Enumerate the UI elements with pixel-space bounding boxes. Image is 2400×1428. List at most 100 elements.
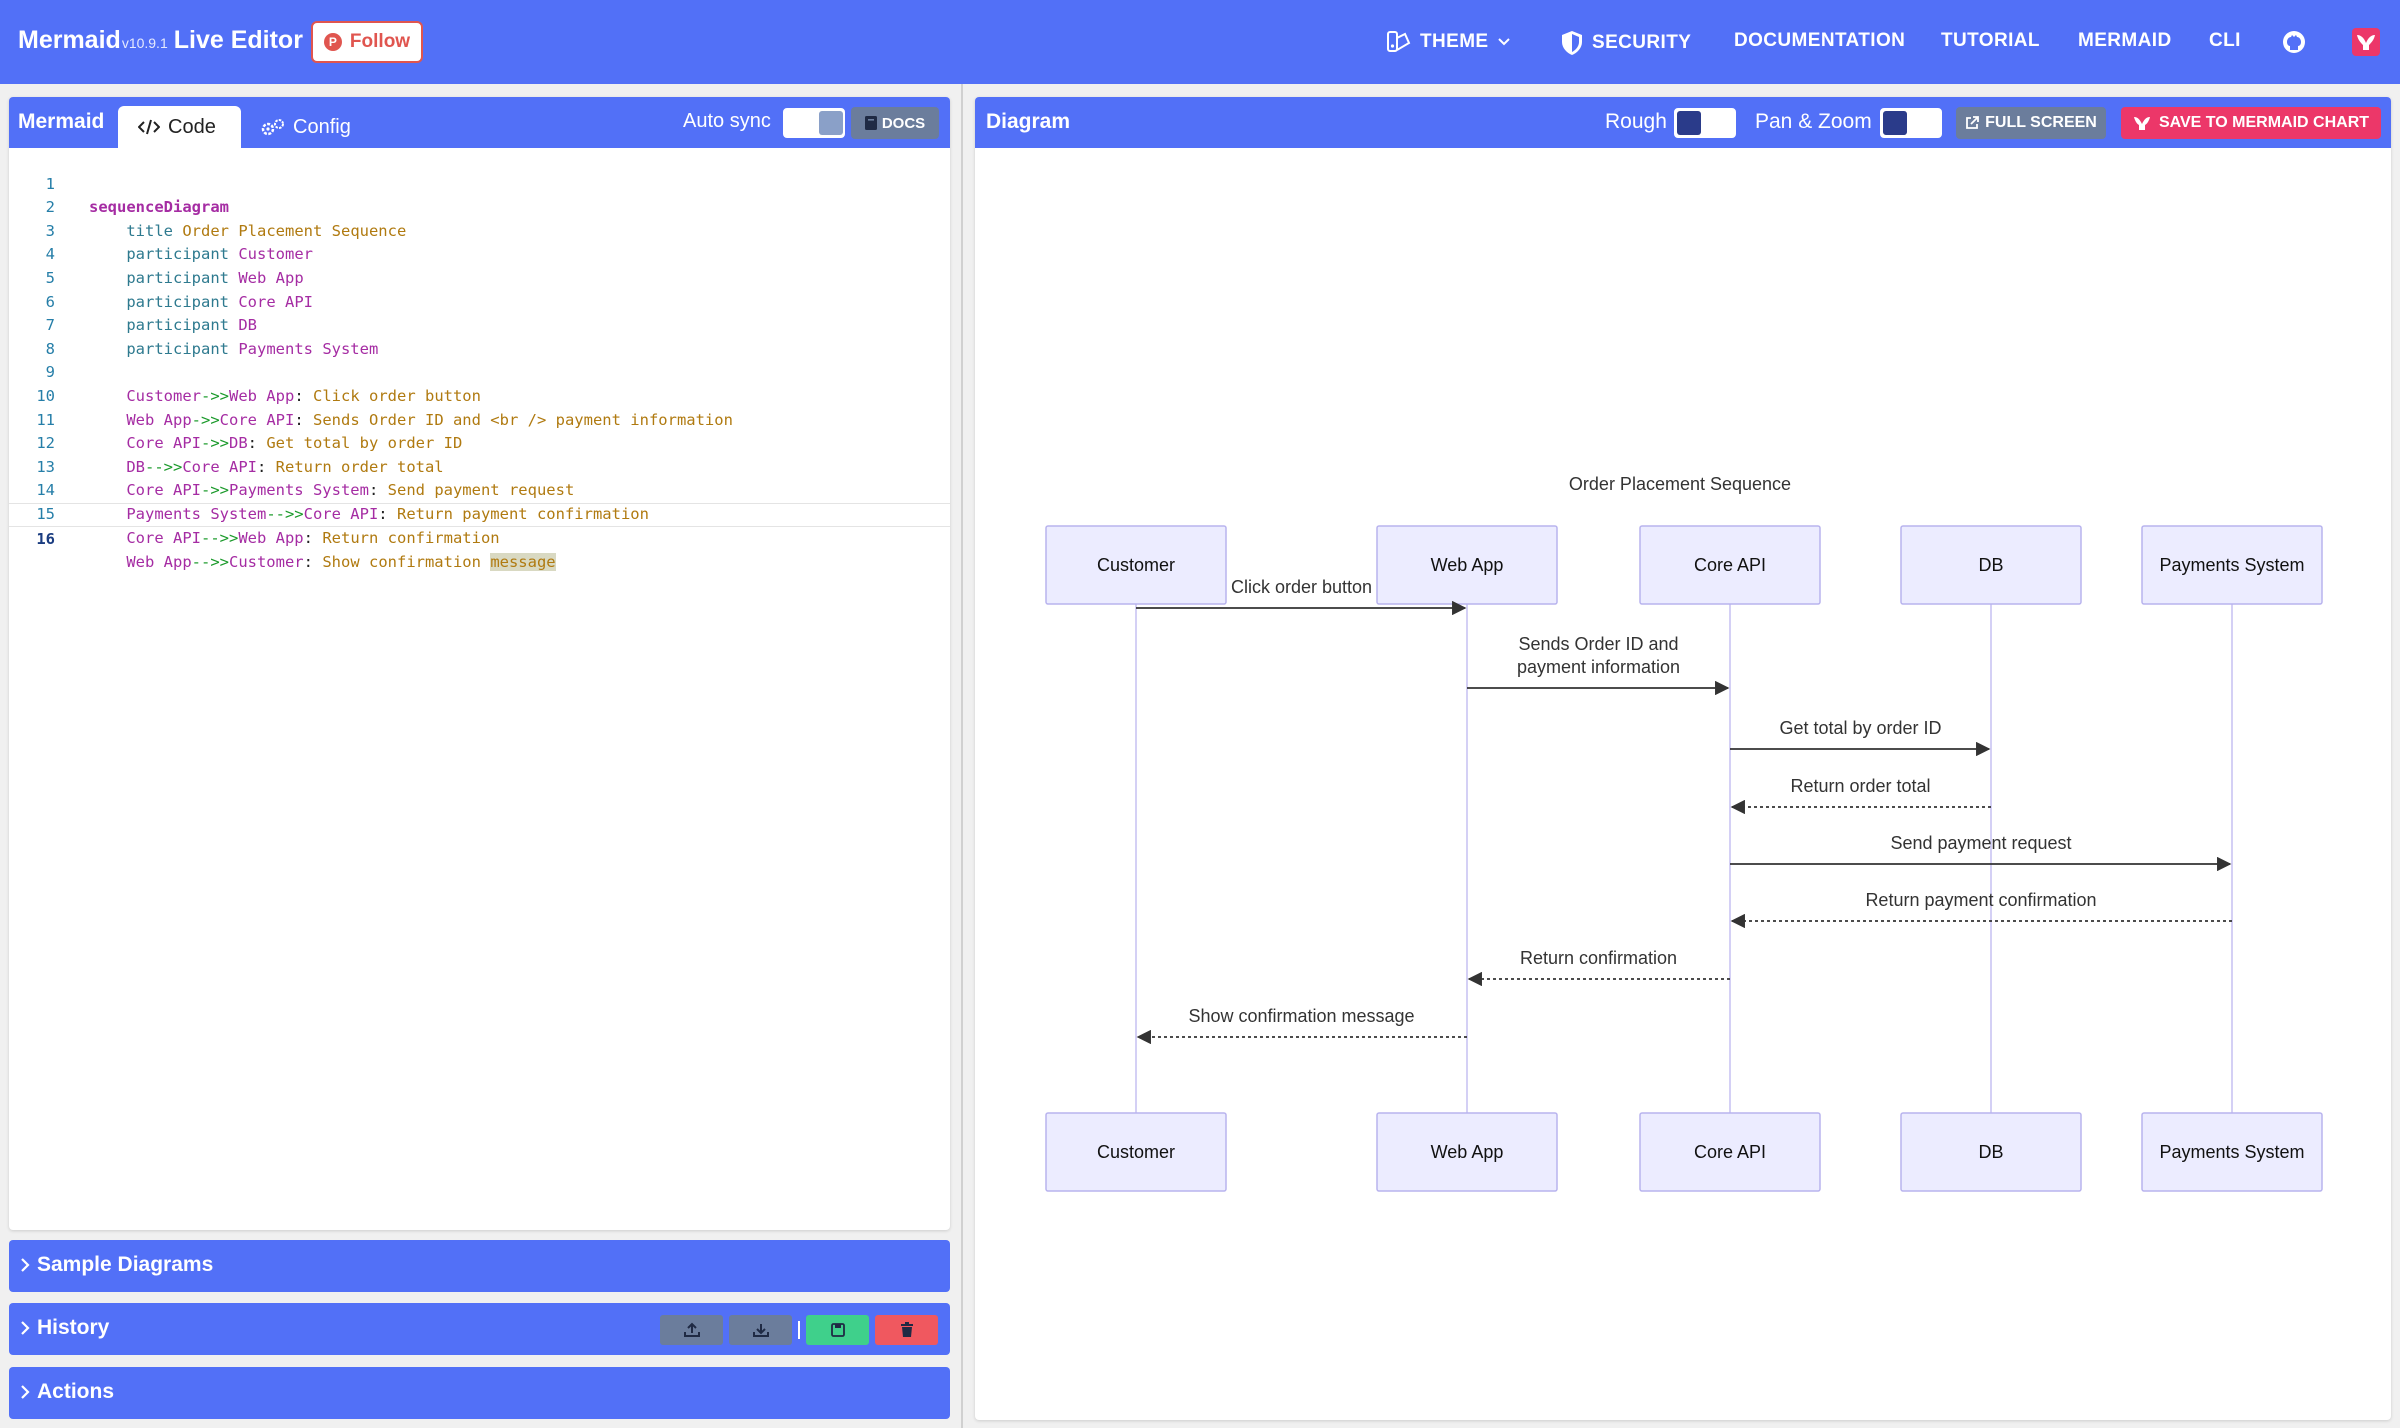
download-icon [752, 1324, 769, 1337]
upload-button[interactable] [660, 1315, 723, 1345]
top-navbar: Mermaid v10.9.1 Live Editor P Follow THE… [0, 0, 2400, 84]
nav-tutorial[interactable]: TUTORIAL [1941, 30, 2040, 52]
code-token: : [256, 457, 267, 476]
code-token: Web App [228, 386, 295, 405]
participant-label: Payments System [2159, 555, 2304, 575]
nav-documentation-label: DOCUMENTATION [1734, 30, 1906, 51]
participant-box: Web App [1376, 1112, 1558, 1192]
code-token: Order Placement Sequence [182, 221, 407, 240]
code-token: ->> [200, 386, 229, 405]
line-number: 2 [45, 198, 55, 217]
github-link[interactable] [2280, 28, 2308, 56]
code-token: Core API [238, 292, 313, 311]
participant-box: Payments System [2141, 1112, 2323, 1192]
panzoom-toggle[interactable] [1880, 108, 1942, 138]
message-label: Sends Order ID and [1518, 634, 1678, 654]
line-number: 9 [45, 363, 55, 382]
tab-config-label: Config [293, 115, 351, 138]
code-line: 6 participant DB [9, 267, 950, 335]
line-number: 1 [45, 174, 55, 193]
code-token: : [294, 386, 304, 405]
code-icon [138, 119, 160, 135]
save-history-button[interactable] [806, 1315, 869, 1345]
producthunt-icon: P [323, 33, 342, 51]
line-number: 15 [36, 504, 55, 523]
code-token: Payments System [228, 481, 369, 500]
delete-history-button[interactable] [875, 1315, 938, 1345]
message-label: Return payment confirmation [1865, 890, 2096, 910]
message-label: Get total by order ID [1779, 718, 1941, 738]
line-number: 14 [36, 481, 55, 500]
code-token: Return confirmation [322, 528, 500, 547]
brand-logo[interactable]: Mermaid v10.9.1 Live Editor [18, 26, 303, 55]
nav-tutorial-label: TUTORIAL [1941, 30, 2040, 51]
message-label: Click order button [1231, 577, 1372, 597]
code-token: DB [238, 316, 257, 335]
docs-label: DOCS [881, 114, 926, 132]
participant-box: Web App [1376, 525, 1558, 605]
nav-cli[interactable]: CLI [2209, 30, 2241, 52]
accordion-sample-diagrams[interactable]: Sample Diagrams [9, 1240, 950, 1292]
autosync-toggle[interactable] [783, 108, 845, 138]
code-token: Web App [126, 553, 192, 572]
code-editor[interactable]: 1 sequenceDiagram 2 title Order Placemen… [9, 148, 950, 1230]
nav-documentation[interactable]: DOCUMENTATION [1734, 30, 1905, 52]
save-label: SAVE TO MERMAID CHART [2158, 114, 2370, 131]
gears-icon [261, 119, 284, 136]
tab-config[interactable]: Config [241, 106, 371, 148]
palette-icon [1387, 31, 1411, 52]
nav-mermaid[interactable]: MERMAID [2078, 30, 2172, 52]
code-token: Core API [303, 504, 379, 523]
code-token: ->> [200, 481, 229, 500]
code-token: -->> [200, 528, 239, 547]
diagram-title: Diagram [986, 110, 1071, 133]
tab-code[interactable]: Code [118, 106, 241, 148]
code-token: Show confirmation [322, 553, 491, 572]
nav-mermaid-label: MERMAID [2078, 30, 2172, 51]
follow-label: Follow [349, 31, 411, 52]
message-label: payment information [1517, 657, 1680, 677]
nav-security[interactable]: SECURITY [1560, 30, 1691, 56]
code-token: Core API [219, 410, 295, 429]
tab-code-label: Code [168, 115, 216, 138]
code-line-current: 16 Web App-->>Customer: Show confirmatio… [9, 503, 950, 572]
code-line: 10 Web App->>Core API: Sends Order ID an… [9, 361, 950, 429]
rough-toggle-knob [1677, 111, 1701, 135]
fullscreen-label: FULL SCREEN [1985, 114, 2097, 131]
code-token: Send payment request [387, 481, 575, 500]
external-link-icon [1966, 116, 1980, 129]
code-line: 1 sequenceDiagram [9, 149, 950, 217]
accordion-history[interactable]: History [9, 1303, 950, 1355]
download-button[interactable] [729, 1315, 792, 1345]
code-token: : [368, 481, 379, 500]
line-number: 11 [36, 410, 55, 429]
line-number: 13 [36, 457, 55, 476]
nav-theme[interactable]: THEME [1386, 30, 1511, 54]
code-token: Web App [126, 410, 192, 429]
code-token: Payments System [126, 504, 267, 523]
chevron-right-icon [21, 1321, 30, 1335]
nav-cli-label: CLI [2209, 30, 2241, 51]
panel-splitter[interactable] [961, 84, 963, 1428]
accordion-actions[interactable]: Actions [9, 1367, 950, 1419]
editor-panel: Mermaid Code Config Auto sync [9, 97, 950, 1230]
rough-toggle[interactable] [1674, 108, 1736, 138]
code-token: Core API [182, 457, 257, 476]
participant-box: Core API [1639, 1112, 1821, 1192]
participant-label: Web App [1431, 555, 1504, 575]
fullscreen-button[interactable]: FULL SCREEN [1956, 107, 2106, 139]
mermaid-chart-link[interactable] [2352, 28, 2380, 56]
line-number: 8 [45, 339, 55, 358]
code-token-highlight: message [490, 553, 556, 572]
save-to-mermaid-chart-button[interactable]: SAVE TO MERMAID CHART [2121, 107, 2381, 139]
nav-theme-label: THEME [1420, 31, 1489, 52]
code-token: -->> [191, 553, 229, 572]
follow-button[interactable]: P Follow [311, 21, 423, 63]
docs-button[interactable]: DOCS [851, 107, 939, 139]
participant-box: DB [1900, 1112, 2082, 1192]
diagram-header: Diagram Rough Pan & Zoom FULL SCREEN SAV… [975, 97, 2391, 148]
code-token: DB [228, 434, 248, 453]
code-token: ->> [200, 434, 229, 453]
line-number: 7 [45, 316, 55, 335]
editor-header: Mermaid Code Config Auto sync [9, 97, 950, 148]
